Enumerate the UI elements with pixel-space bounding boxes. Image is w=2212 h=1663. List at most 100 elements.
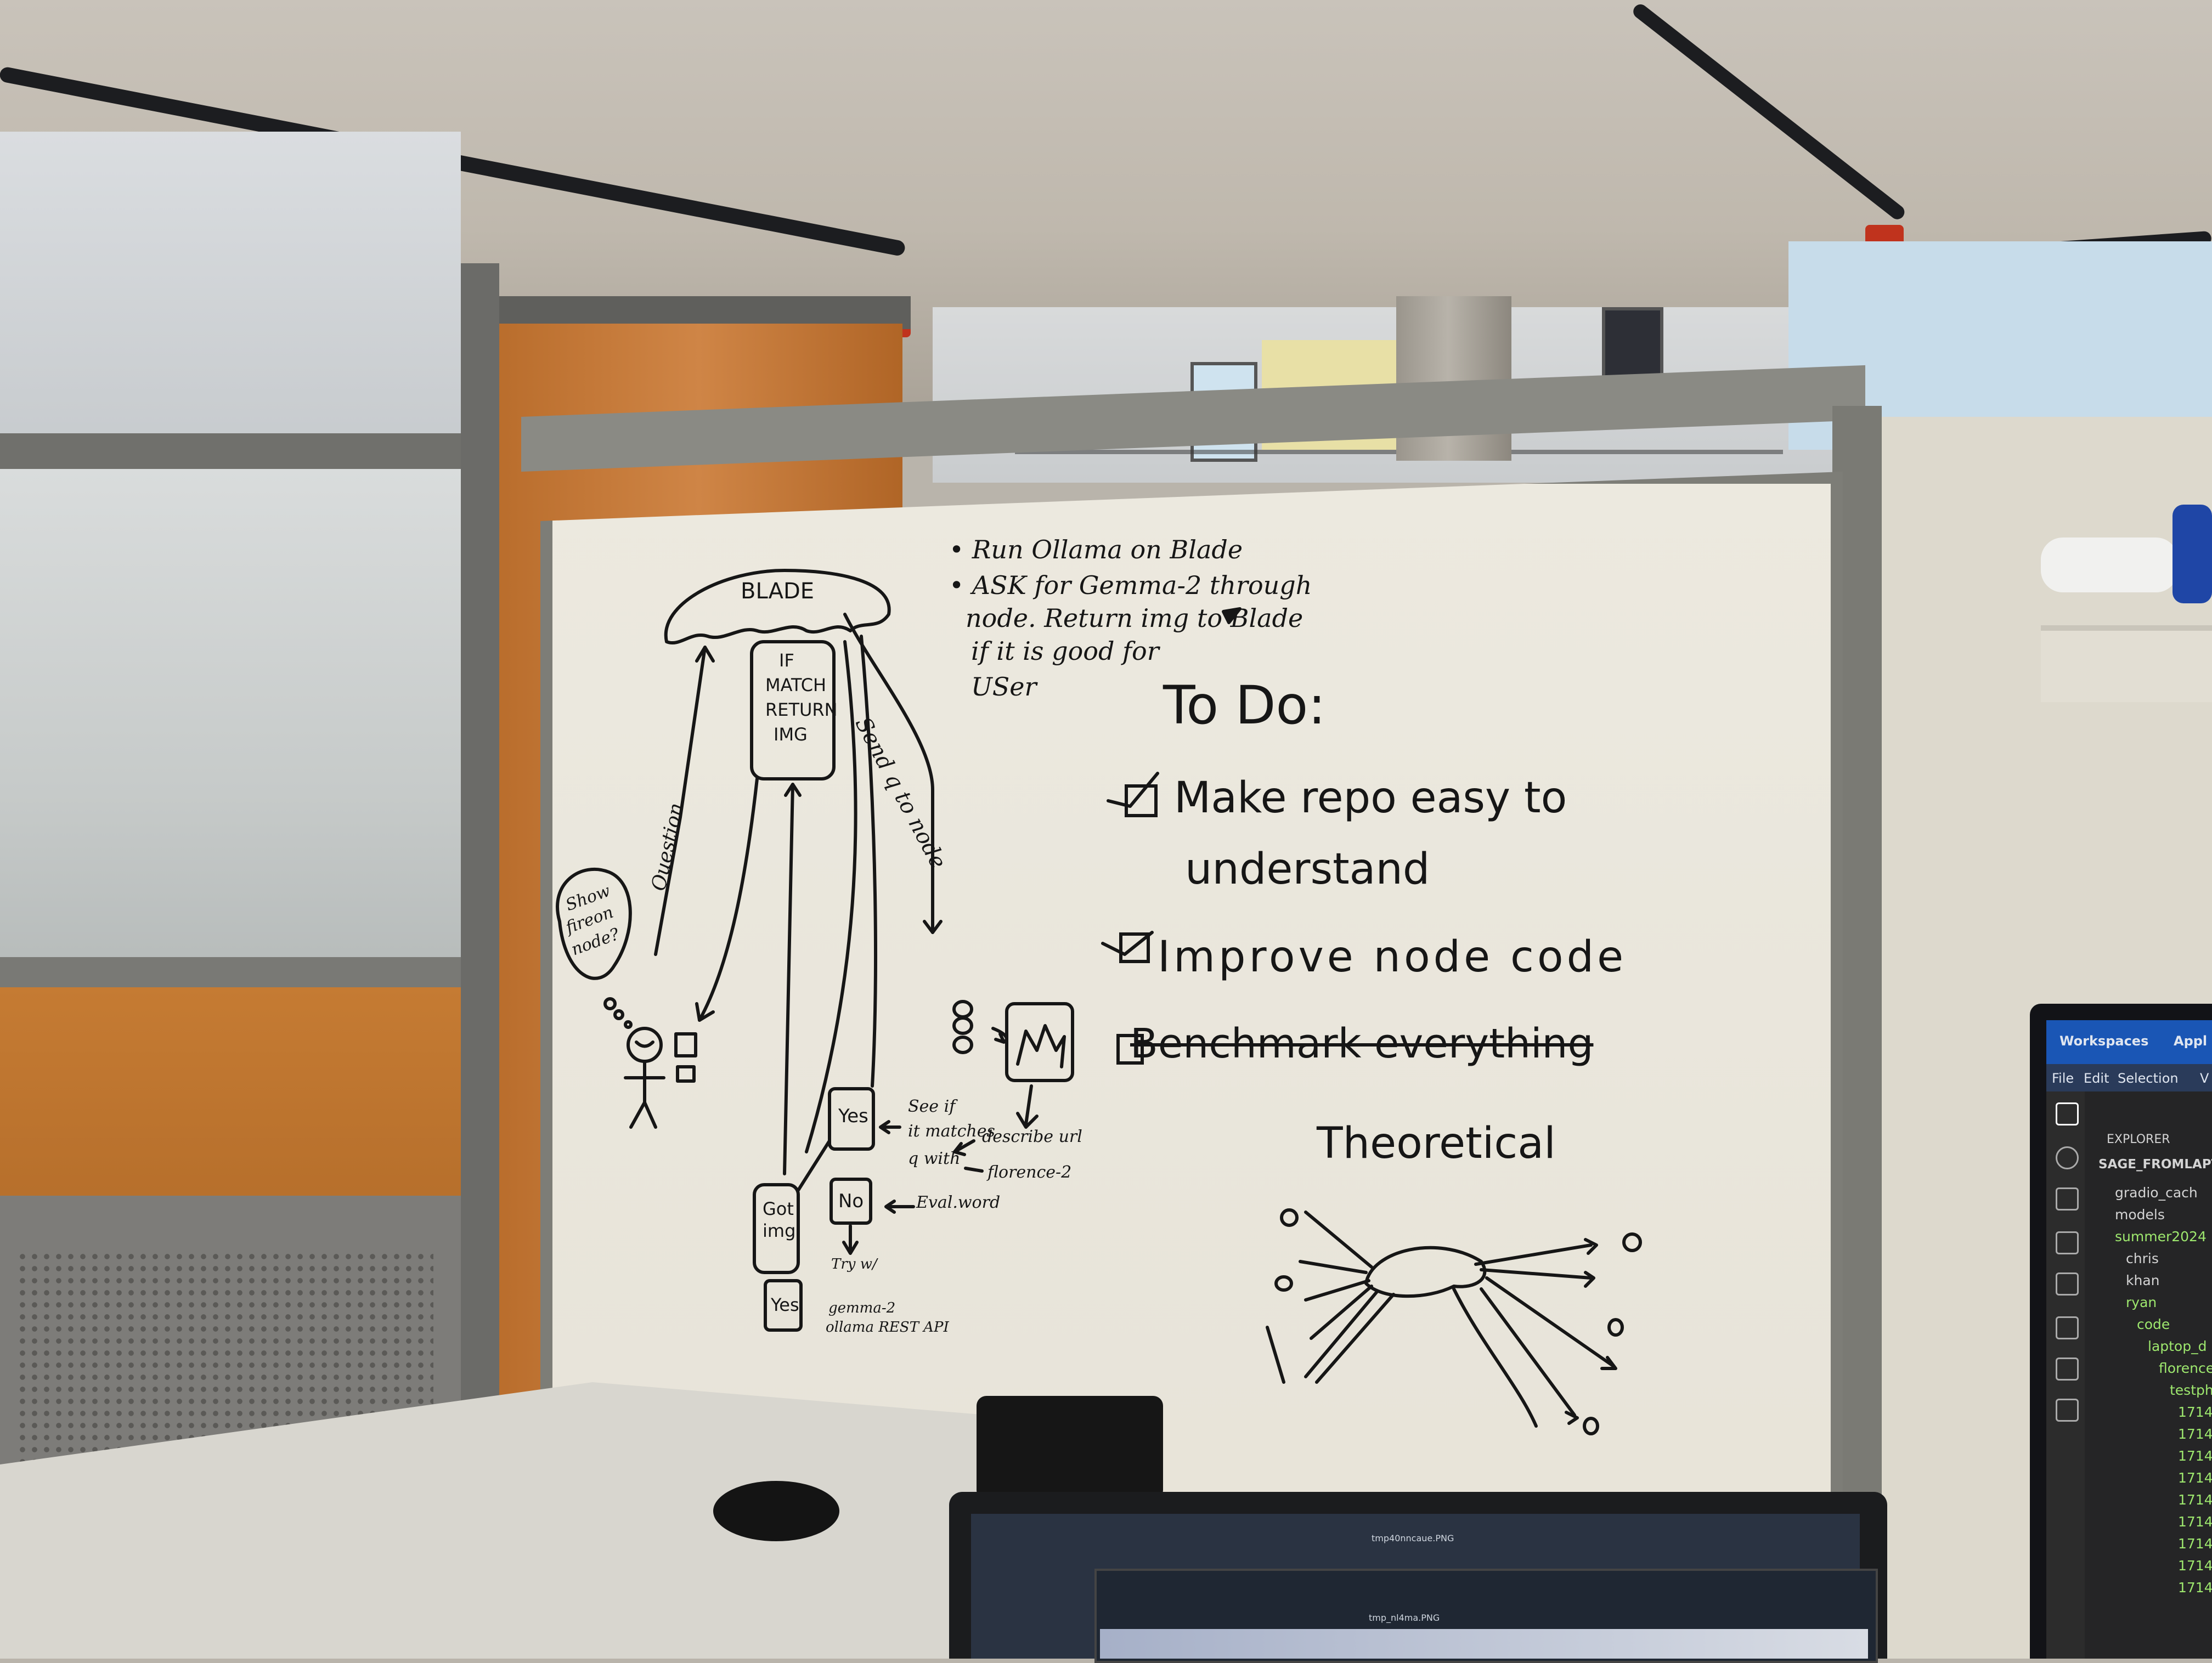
explorer-item[interactable]: models bbox=[2115, 1207, 2165, 1223]
laptop-window-title-1: tmp40nncaue.PNG bbox=[1372, 1533, 1454, 1543]
explorer-item[interactable]: testph bbox=[2170, 1382, 2212, 1398]
topbar-workspaces[interactable]: Workspaces bbox=[2059, 1033, 2149, 1049]
note-line-3: node. Return img to Blade bbox=[966, 603, 1304, 633]
checkbox-2 bbox=[1119, 932, 1150, 963]
explorer-item[interactable]: 17148 bbox=[2178, 1514, 2212, 1530]
todo-title: To Do: bbox=[1163, 675, 1326, 736]
checkbox-3 bbox=[1116, 1034, 1144, 1065]
todo-item-2: Improve node code bbox=[1158, 932, 1627, 982]
explorer-item[interactable]: 17148 bbox=[2178, 1558, 2212, 1574]
explorer-item[interactable]: laptop_d bbox=[2148, 1338, 2207, 1354]
note-line-5: USer bbox=[971, 672, 1037, 702]
return-arrow bbox=[698, 777, 759, 1022]
yes-box-label: Yes bbox=[838, 1105, 868, 1127]
got-img-line-2: img bbox=[763, 1220, 796, 1241]
bottle bbox=[2041, 538, 2178, 592]
todo-item-1: Make repo easy to bbox=[1174, 773, 1567, 823]
long-line-1 bbox=[805, 640, 857, 1153]
run-debug-icon[interactable] bbox=[2056, 1231, 2079, 1254]
long-line-2 bbox=[860, 635, 877, 1088]
speech-bubble bbox=[556, 867, 632, 980]
testing-icon[interactable] bbox=[2056, 1357, 2079, 1381]
question-arrow bbox=[654, 646, 707, 956]
menu-edit[interactable]: Edit bbox=[2084, 1071, 2109, 1086]
explorer-item[interactable]: gradio_cach bbox=[2115, 1185, 2198, 1201]
explorer-item[interactable]: ryan bbox=[2126, 1294, 2157, 1310]
frosted-glass-panel bbox=[0, 469, 461, 1012]
note-line-1: • Run Ollama on Blade bbox=[949, 535, 1243, 564]
todo-item-1-cont: understand bbox=[1185, 845, 1430, 894]
explorer-item[interactable]: florence bbox=[2159, 1360, 2212, 1376]
explorer-root[interactable]: SAGE_FROMLAPT bbox=[2098, 1157, 2212, 1172]
glass-partition bbox=[0, 132, 461, 483]
checkbox-1 bbox=[1125, 784, 1158, 817]
yes-box-2 bbox=[764, 1279, 803, 1332]
explorer-title: EXPLORER bbox=[2107, 1133, 2170, 1146]
describe-line-1: describe url bbox=[982, 1127, 1082, 1146]
desk-cable-grommet bbox=[713, 1481, 839, 1541]
got-img-box bbox=[753, 1183, 800, 1274]
got-img-line-1: Got bbox=[763, 1198, 794, 1219]
menu-view[interactable]: V bbox=[2200, 1071, 2209, 1086]
vscode-menubar bbox=[2046, 1064, 2212, 1091]
no-box bbox=[830, 1178, 872, 1225]
explorer-item[interactable]: 17148 bbox=[2178, 1404, 2212, 1420]
laptop-window-title-2: tmp_nl4ma.PNG bbox=[1369, 1613, 1440, 1623]
remote-explorer-icon[interactable] bbox=[2056, 1316, 2079, 1339]
see-if-line-4: Eval.word bbox=[916, 1193, 1001, 1212]
menu-selection[interactable]: Selection bbox=[2118, 1071, 2179, 1086]
extensions-icon[interactable] bbox=[2056, 1272, 2079, 1296]
menu-file[interactable]: File bbox=[2052, 1071, 2074, 1086]
explorer-item[interactable]: 17148 bbox=[2178, 1426, 2212, 1442]
laptop-window-preview bbox=[1100, 1629, 1868, 1659]
try-line-2: gemma-2 bbox=[828, 1300, 896, 1316]
bottle-cap bbox=[2172, 505, 2212, 603]
monitor-screen: Workspaces Appl File Edit Selection V EX… bbox=[2046, 1020, 2212, 1659]
try-line-1: Try w/ bbox=[831, 1256, 877, 1272]
try-line-3: ollama REST API bbox=[826, 1319, 949, 1336]
send-arrow bbox=[843, 613, 934, 934]
explorer-item[interactable]: 17148 bbox=[2178, 1536, 2212, 1552]
match-box-line-3: RETURN bbox=[765, 699, 838, 720]
search-icon[interactable] bbox=[2056, 1146, 2079, 1169]
explorer-item[interactable]: 17148 bbox=[2178, 1448, 2212, 1464]
desktop-topbar bbox=[2046, 1020, 2212, 1064]
yes-box-label-2: Yes bbox=[771, 1294, 799, 1315]
describe-line-2: florence-2 bbox=[988, 1163, 1072, 1182]
network-center bbox=[1364, 1246, 1487, 1298]
blade-cloud bbox=[664, 569, 891, 644]
partition-mullion bbox=[461, 263, 499, 1470]
explorer-icon[interactable] bbox=[2056, 1102, 2079, 1125]
whiteboard-eraser bbox=[977, 1396, 1163, 1500]
explorer-item[interactable]: 17148 bbox=[2178, 1470, 2212, 1486]
see-if-line-2: it matches bbox=[908, 1122, 995, 1141]
explorer-item[interactable]: summer2024 bbox=[2115, 1229, 2207, 1245]
explorer-item[interactable]: 17148 bbox=[2178, 1580, 2212, 1596]
match-box-line-2: MATCH bbox=[765, 675, 827, 695]
match-box-line-4: IMG bbox=[774, 724, 808, 745]
yes-box bbox=[828, 1087, 875, 1151]
match-box bbox=[750, 640, 836, 780]
note-line-2: • ASK for Gemma-2 through bbox=[949, 570, 1312, 600]
todo-item-3: Benchmark everything bbox=[1130, 1020, 1594, 1067]
explorer-item[interactable]: code bbox=[2137, 1316, 2170, 1332]
see-if-line-1: See if bbox=[908, 1097, 956, 1116]
match-box-line-1: IF bbox=[779, 650, 794, 671]
explorer-item[interactable]: khan bbox=[2126, 1272, 2160, 1288]
docker-icon[interactable] bbox=[2056, 1399, 2079, 1422]
vscode-explorer-panel bbox=[2085, 1091, 2212, 1659]
theoretical-label: Theoretical bbox=[1317, 1119, 1556, 1168]
topbar-applications[interactable]: Appl bbox=[2174, 1033, 2208, 1049]
yes-to-match-arrow bbox=[783, 783, 794, 1175]
partition-frame-lower bbox=[0, 957, 466, 990]
see-if-line-3: q with bbox=[908, 1149, 961, 1168]
shelf bbox=[2041, 625, 2212, 702]
explorer-item[interactable]: chris bbox=[2126, 1251, 2159, 1266]
note-line-4: if it is good for bbox=[971, 636, 1159, 666]
explorer-item[interactable]: 17148 bbox=[2178, 1492, 2212, 1508]
blade-cloud-label: BLADE bbox=[741, 579, 815, 604]
source-control-icon[interactable] bbox=[2056, 1187, 2079, 1211]
no-box-label: No bbox=[838, 1190, 864, 1212]
partition-frame bbox=[0, 433, 466, 472]
